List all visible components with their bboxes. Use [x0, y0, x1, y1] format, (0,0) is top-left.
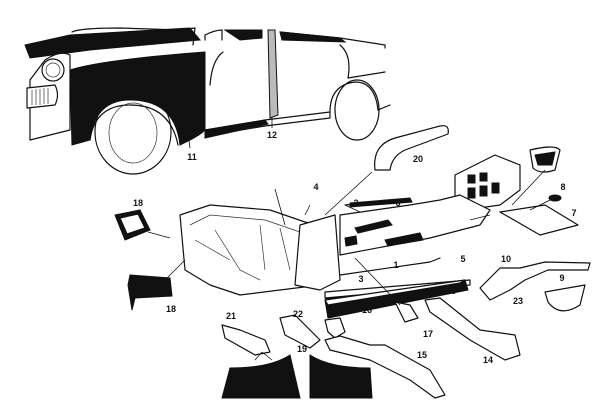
label-20: 20 [413, 154, 423, 164]
label-22: 22 [293, 309, 303, 319]
label-3: 3 [358, 274, 363, 284]
part-16-clip [324, 317, 346, 339]
label-18-bottom: 18 [166, 304, 176, 314]
part-10-rail [479, 261, 591, 301]
label-18-top: 18 [133, 198, 143, 208]
part-19-panel-left [221, 354, 301, 399]
car-body-illustration [24, 27, 391, 175]
label-9: 9 [559, 273, 564, 283]
part-labels: 11 12 20 4 2 6 8 7 18 18 1 5 3 13 10 9 2… [133, 130, 577, 365]
label-1: 1 [393, 260, 398, 270]
part-17-clip [394, 301, 419, 323]
label-13: 13 [446, 286, 456, 296]
label-6: 6 [395, 198, 400, 208]
label-11: 11 [187, 152, 197, 162]
label-17: 17 [423, 329, 433, 339]
part-9-bracket [544, 284, 586, 312]
label-4: 4 [313, 182, 318, 192]
part-22-bracket [279, 314, 321, 349]
label-21: 21 [226, 311, 236, 321]
rear-seat-frame [454, 146, 579, 236]
label-5: 5 [460, 254, 465, 264]
part-20-arch [374, 125, 449, 171]
part-14-crossmember [424, 297, 521, 361]
part-19-panel-right [309, 354, 373, 399]
label-7: 7 [571, 208, 576, 218]
label-14: 14 [483, 355, 493, 365]
label-15: 15 [417, 350, 427, 360]
label-8: 8 [560, 182, 565, 192]
label-16: 16 [362, 305, 372, 315]
label-12: 12 [267, 130, 277, 140]
label-2: 2 [353, 198, 358, 208]
label-10: 10 [501, 254, 511, 264]
part-15-crossmember [324, 335, 446, 399]
part-18-duct [127, 274, 173, 311]
label-19: 19 [297, 344, 307, 354]
label-23: 23 [513, 296, 523, 306]
part-21-bracket [221, 324, 271, 356]
